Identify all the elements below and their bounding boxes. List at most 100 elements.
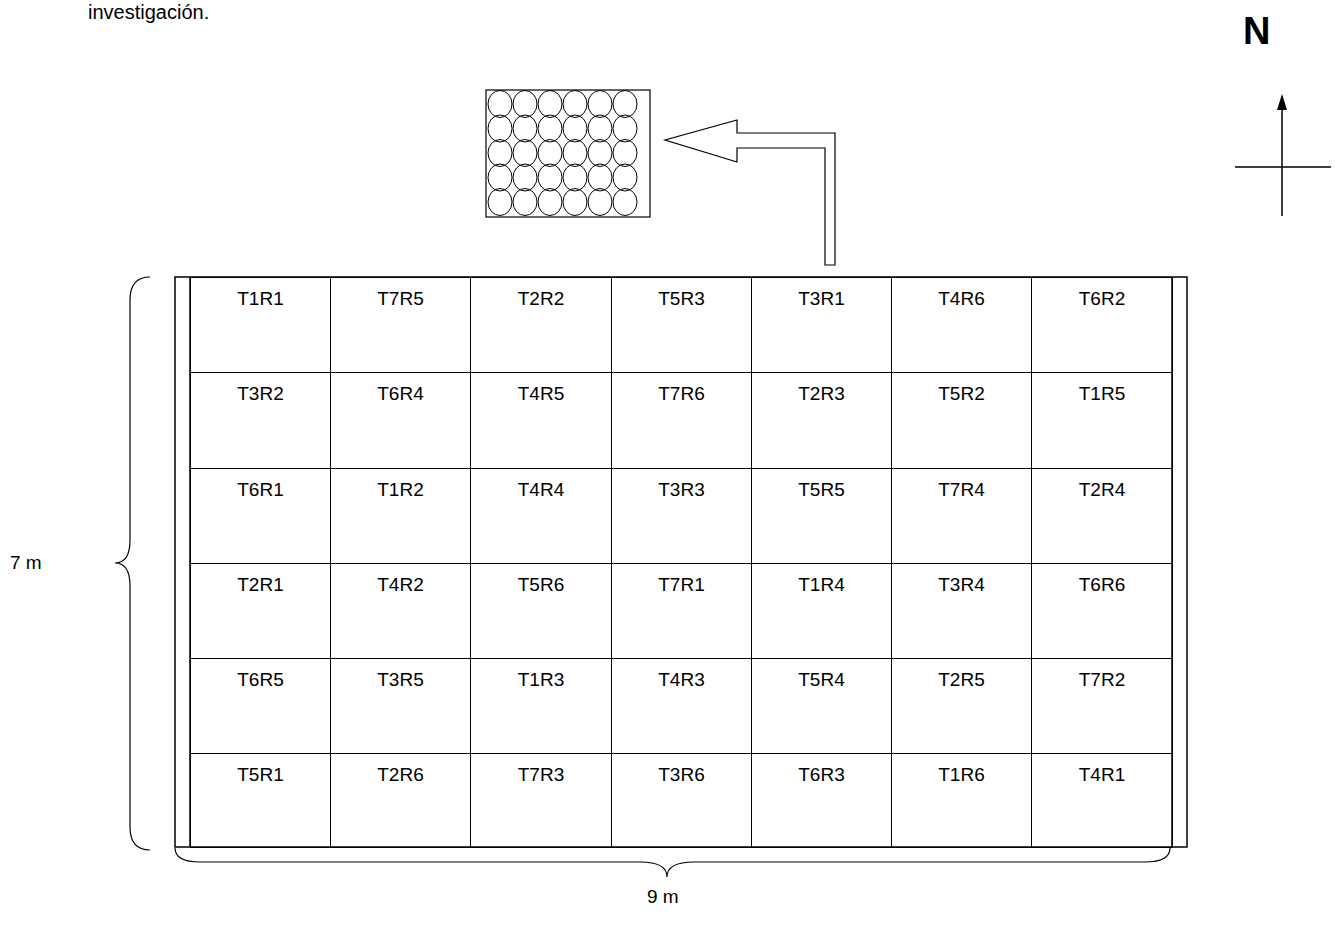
plot-cell: T2R1 [190, 563, 331, 659]
plot-label: T7R4 [938, 479, 984, 501]
plant-circle [513, 140, 537, 167]
dimension-label: 7 m [10, 552, 42, 574]
plot-cell: T6R6 [1031, 563, 1173, 659]
plant-circle [488, 91, 512, 118]
plot-cell: T1R4 [751, 563, 892, 659]
plot-cell: T7R3 [470, 753, 612, 848]
plant-circle [613, 164, 637, 191]
plant-circle [538, 115, 562, 142]
plot-cell: T1R1 [190, 277, 331, 373]
plot-label: T3R5 [377, 669, 423, 691]
detail-arrow [665, 120, 835, 265]
plot-label: T6R3 [798, 764, 844, 786]
plot-cell: T5R6 [470, 563, 612, 659]
plot-label: T4R6 [938, 288, 984, 310]
plant-circle [563, 189, 587, 216]
plot-cell: T7R5 [330, 277, 471, 373]
north-label: N [1243, 10, 1270, 54]
plot-label: T6R5 [237, 669, 283, 691]
plot-cell: T6R2 [1031, 277, 1173, 373]
plot-cell: T2R3 [751, 372, 892, 469]
plot-label: T3R2 [237, 383, 283, 405]
plot-label: T1R3 [518, 669, 564, 691]
plant-circle [488, 140, 512, 167]
plot-label: T3R1 [798, 288, 844, 310]
plot-cell: T3R3 [611, 468, 752, 564]
plot-label: T4R5 [518, 383, 564, 405]
plot-cell: T2R6 [330, 753, 471, 848]
plot-cell: T6R3 [751, 753, 892, 848]
plant-circles [488, 91, 637, 216]
plot-cell: T4R6 [891, 277, 1032, 373]
plot-label: T1R2 [377, 479, 423, 501]
intro-text: investigación. [88, 1, 209, 24]
height-brace [115, 277, 150, 850]
plot-label: T4R2 [377, 574, 423, 596]
plot-label: T4R4 [518, 479, 564, 501]
plot-label: T2R5 [938, 669, 984, 691]
dimension-label: 9 m [647, 886, 679, 908]
plant-circle [563, 91, 587, 118]
plant-circle [588, 189, 612, 216]
plot-cell: T6R4 [330, 372, 471, 469]
plant-circle [563, 115, 587, 142]
plant-circle [613, 189, 637, 216]
plot-cell: T3R1 [751, 277, 892, 373]
north-arrow-head [1277, 94, 1287, 110]
plot-cell: T6R1 [190, 468, 331, 564]
plant-circle [613, 115, 637, 142]
plot-label: T4R3 [658, 669, 704, 691]
plot-label: T1R6 [938, 764, 984, 786]
plot-label: T2R3 [798, 383, 844, 405]
plot-label: T7R2 [1079, 669, 1125, 691]
plot-cell: T5R4 [751, 658, 892, 754]
plot-cell: T5R1 [190, 753, 331, 848]
plant-circle [538, 189, 562, 216]
plot-cell: T4R2 [330, 563, 471, 659]
plant-circle [538, 164, 562, 191]
plot-cell: T4R3 [611, 658, 752, 754]
plot-label: T5R4 [798, 669, 844, 691]
plant-circle [588, 91, 612, 118]
plot-cell: T7R2 [1031, 658, 1173, 754]
north-cross-line [1235, 166, 1331, 168]
plot-label: T2R1 [237, 574, 283, 596]
plant-circle [488, 115, 512, 142]
plot-label: T2R4 [1079, 479, 1125, 501]
plot-cell: T5R2 [891, 372, 1032, 469]
plant-circle [563, 140, 587, 167]
plot-cell: T1R6 [891, 753, 1032, 848]
plant-circle [488, 164, 512, 191]
plot-cell: T7R4 [891, 468, 1032, 564]
plot-cell: T1R3 [470, 658, 612, 754]
plot-cell: T3R6 [611, 753, 752, 848]
plant-circle [563, 164, 587, 191]
plant-circle [488, 189, 512, 216]
plot-label: T7R5 [377, 288, 423, 310]
plant-circle [513, 164, 537, 191]
field-frame [175, 277, 1187, 847]
plot-cell: T4R5 [470, 372, 612, 469]
plot-cell: T3R4 [891, 563, 1032, 659]
plot-label: T5R5 [798, 479, 844, 501]
plant-circle [513, 91, 537, 118]
plot-label: T7R1 [658, 574, 704, 596]
plot-label: T6R4 [377, 383, 423, 405]
plot-cell: T7R6 [611, 372, 752, 469]
plot-cell: T6R5 [190, 658, 331, 754]
plot-label: T5R6 [518, 574, 564, 596]
plant-circle [513, 189, 537, 216]
plant-circle [588, 140, 612, 167]
plot-cell: T2R5 [891, 658, 1032, 754]
plot-label: T5R2 [938, 383, 984, 405]
plot-label: T1R4 [798, 574, 844, 596]
plot-label: T2R6 [377, 764, 423, 786]
plant-circle [588, 164, 612, 191]
plot-cell: T5R5 [751, 468, 892, 564]
plot-cell: T2R4 [1031, 468, 1173, 564]
plant-circle [513, 115, 537, 142]
plot-label: T1R5 [1079, 383, 1125, 405]
plot-label: T5R1 [237, 764, 283, 786]
plant-circle [538, 91, 562, 118]
plot-cell: T1R2 [330, 468, 471, 564]
